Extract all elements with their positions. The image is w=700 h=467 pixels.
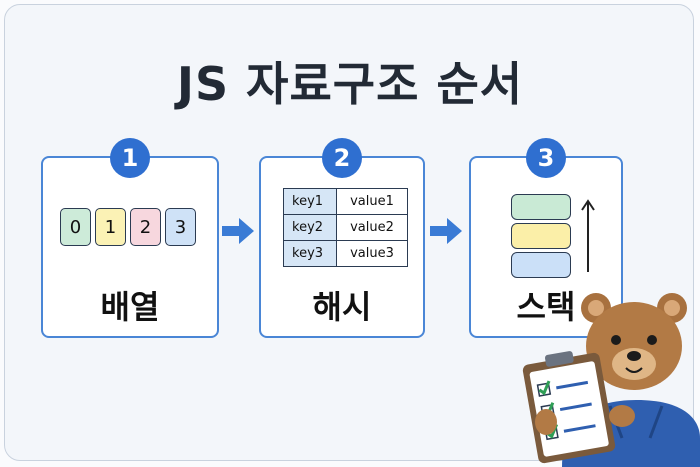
- hash-value: value3: [336, 240, 408, 267]
- hash-value: value1: [336, 188, 408, 215]
- step-label: 배열: [100, 288, 160, 326]
- array-cell: 2: [130, 208, 161, 246]
- array-cell: 1: [95, 208, 126, 246]
- step-label: 해시: [312, 288, 372, 326]
- hash-key: key2: [283, 214, 337, 241]
- stack-block: [511, 194, 571, 220]
- arrow-up-icon: [581, 199, 595, 272]
- table-row: key1 value1: [283, 188, 408, 215]
- hash-value: value2: [336, 214, 408, 241]
- hash-table: key1 value1 key2 value2 key3 value3: [283, 188, 408, 267]
- bear-mascot: [522, 293, 700, 467]
- step-label: 스택: [516, 288, 576, 326]
- array-cell: 0: [60, 208, 91, 246]
- step-number-badge: 2: [322, 138, 362, 178]
- step-card-stack: 3 스택: [469, 138, 623, 338]
- hash-key: key1: [283, 188, 337, 215]
- array-cell: 3: [165, 208, 196, 246]
- step-card-array: 1 0 1 2 3 배열: [41, 138, 219, 338]
- hash-key: key3: [283, 240, 337, 267]
- stack-block: [511, 252, 571, 278]
- table-row: key2 value2: [283, 214, 408, 241]
- arrow-right-icon: [430, 218, 462, 244]
- step-number-badge: 3: [526, 138, 566, 178]
- array-cells: 0 1 2 3: [60, 208, 196, 246]
- diagram-title: JS 자료구조 순서: [176, 57, 524, 111]
- stack-block: [511, 223, 571, 249]
- table-row: key3 value3: [283, 240, 408, 267]
- arrow-right-icon: [222, 218, 254, 244]
- step-number-badge: 1: [110, 138, 150, 178]
- step-card-hash: 2 key1 value1 key2 value2 key3 value3 해시: [259, 138, 425, 338]
